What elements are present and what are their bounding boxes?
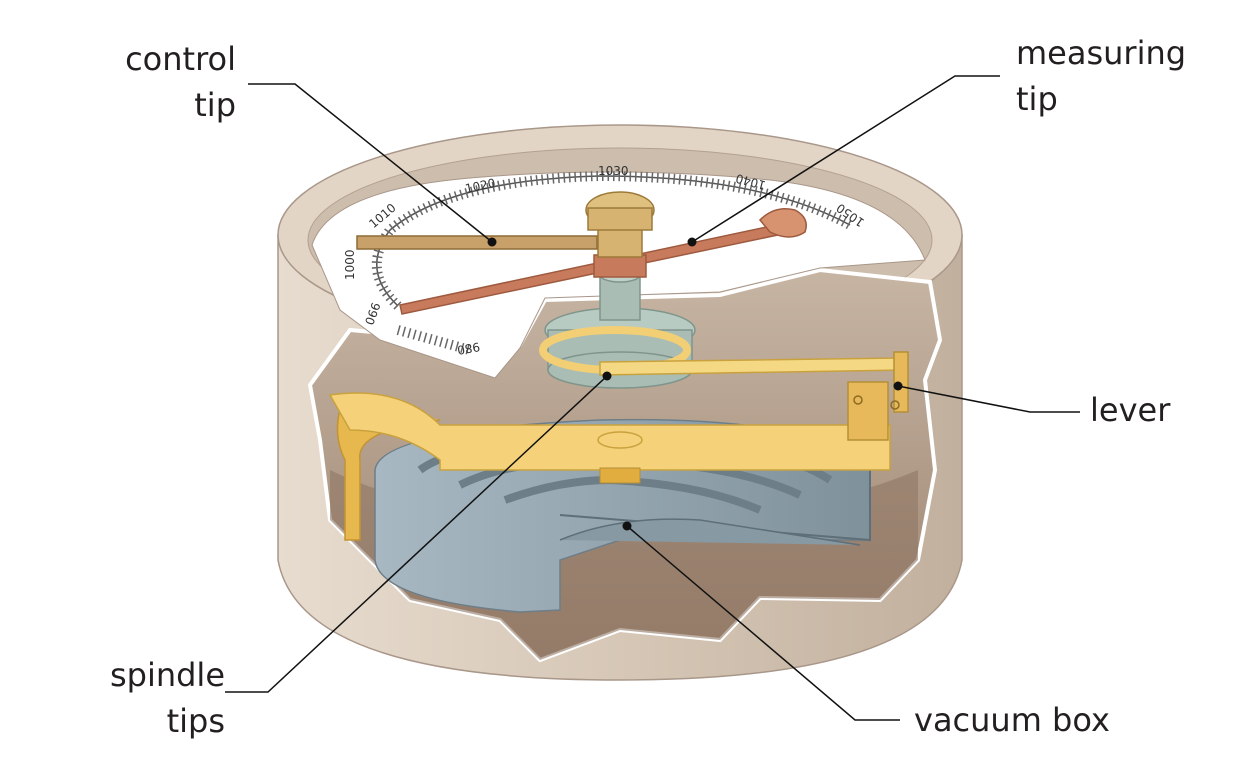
dial-number-1020: 1020: [464, 176, 497, 196]
label-vacuum-box-text: vacuum box: [914, 701, 1110, 739]
leader-lever: [897, 385, 1080, 413]
dot-measuring-tip: [687, 237, 697, 247]
label-control-tip-line1: control: [125, 40, 236, 78]
dot-vacuum-box: [622, 521, 632, 531]
leader-lines: [225, 75, 1080, 721]
lever-assembly: [328, 351, 909, 541]
label-control-tip-line2: tip: [194, 86, 236, 124]
label-spindle-tips-line1: spindle: [109, 656, 225, 694]
label-spindle-tips: spindle tips: [90, 652, 225, 744]
label-spindle-tips-line2: tips: [166, 702, 225, 740]
leader-vacuum-box: [626, 525, 900, 721]
leader-measuring-tip: [691, 75, 1000, 243]
label-measuring-tip: measuring tip: [1016, 30, 1186, 122]
label-control-tip: control tip: [96, 36, 236, 128]
leader-dots: [487, 237, 903, 531]
leader-control-tip: [248, 83, 493, 243]
leader-spindle-tips: [225, 375, 608, 693]
dial-number-980: 980: [456, 339, 481, 357]
dial-number-1030: 1030: [598, 164, 629, 178]
dot-spindle-tips: [602, 371, 612, 381]
label-vacuum-box: vacuum box: [914, 697, 1110, 743]
dot-lever: [893, 381, 903, 391]
label-lever-text: lever: [1090, 391, 1171, 429]
dot-control-tip: [487, 237, 497, 247]
label-lever: lever: [1090, 387, 1170, 433]
label-measuring-tip-line1: measuring: [1016, 34, 1187, 72]
label-measuring-tip-line2: tip: [1016, 80, 1058, 118]
dial-number-1000: 1000: [343, 249, 357, 280]
